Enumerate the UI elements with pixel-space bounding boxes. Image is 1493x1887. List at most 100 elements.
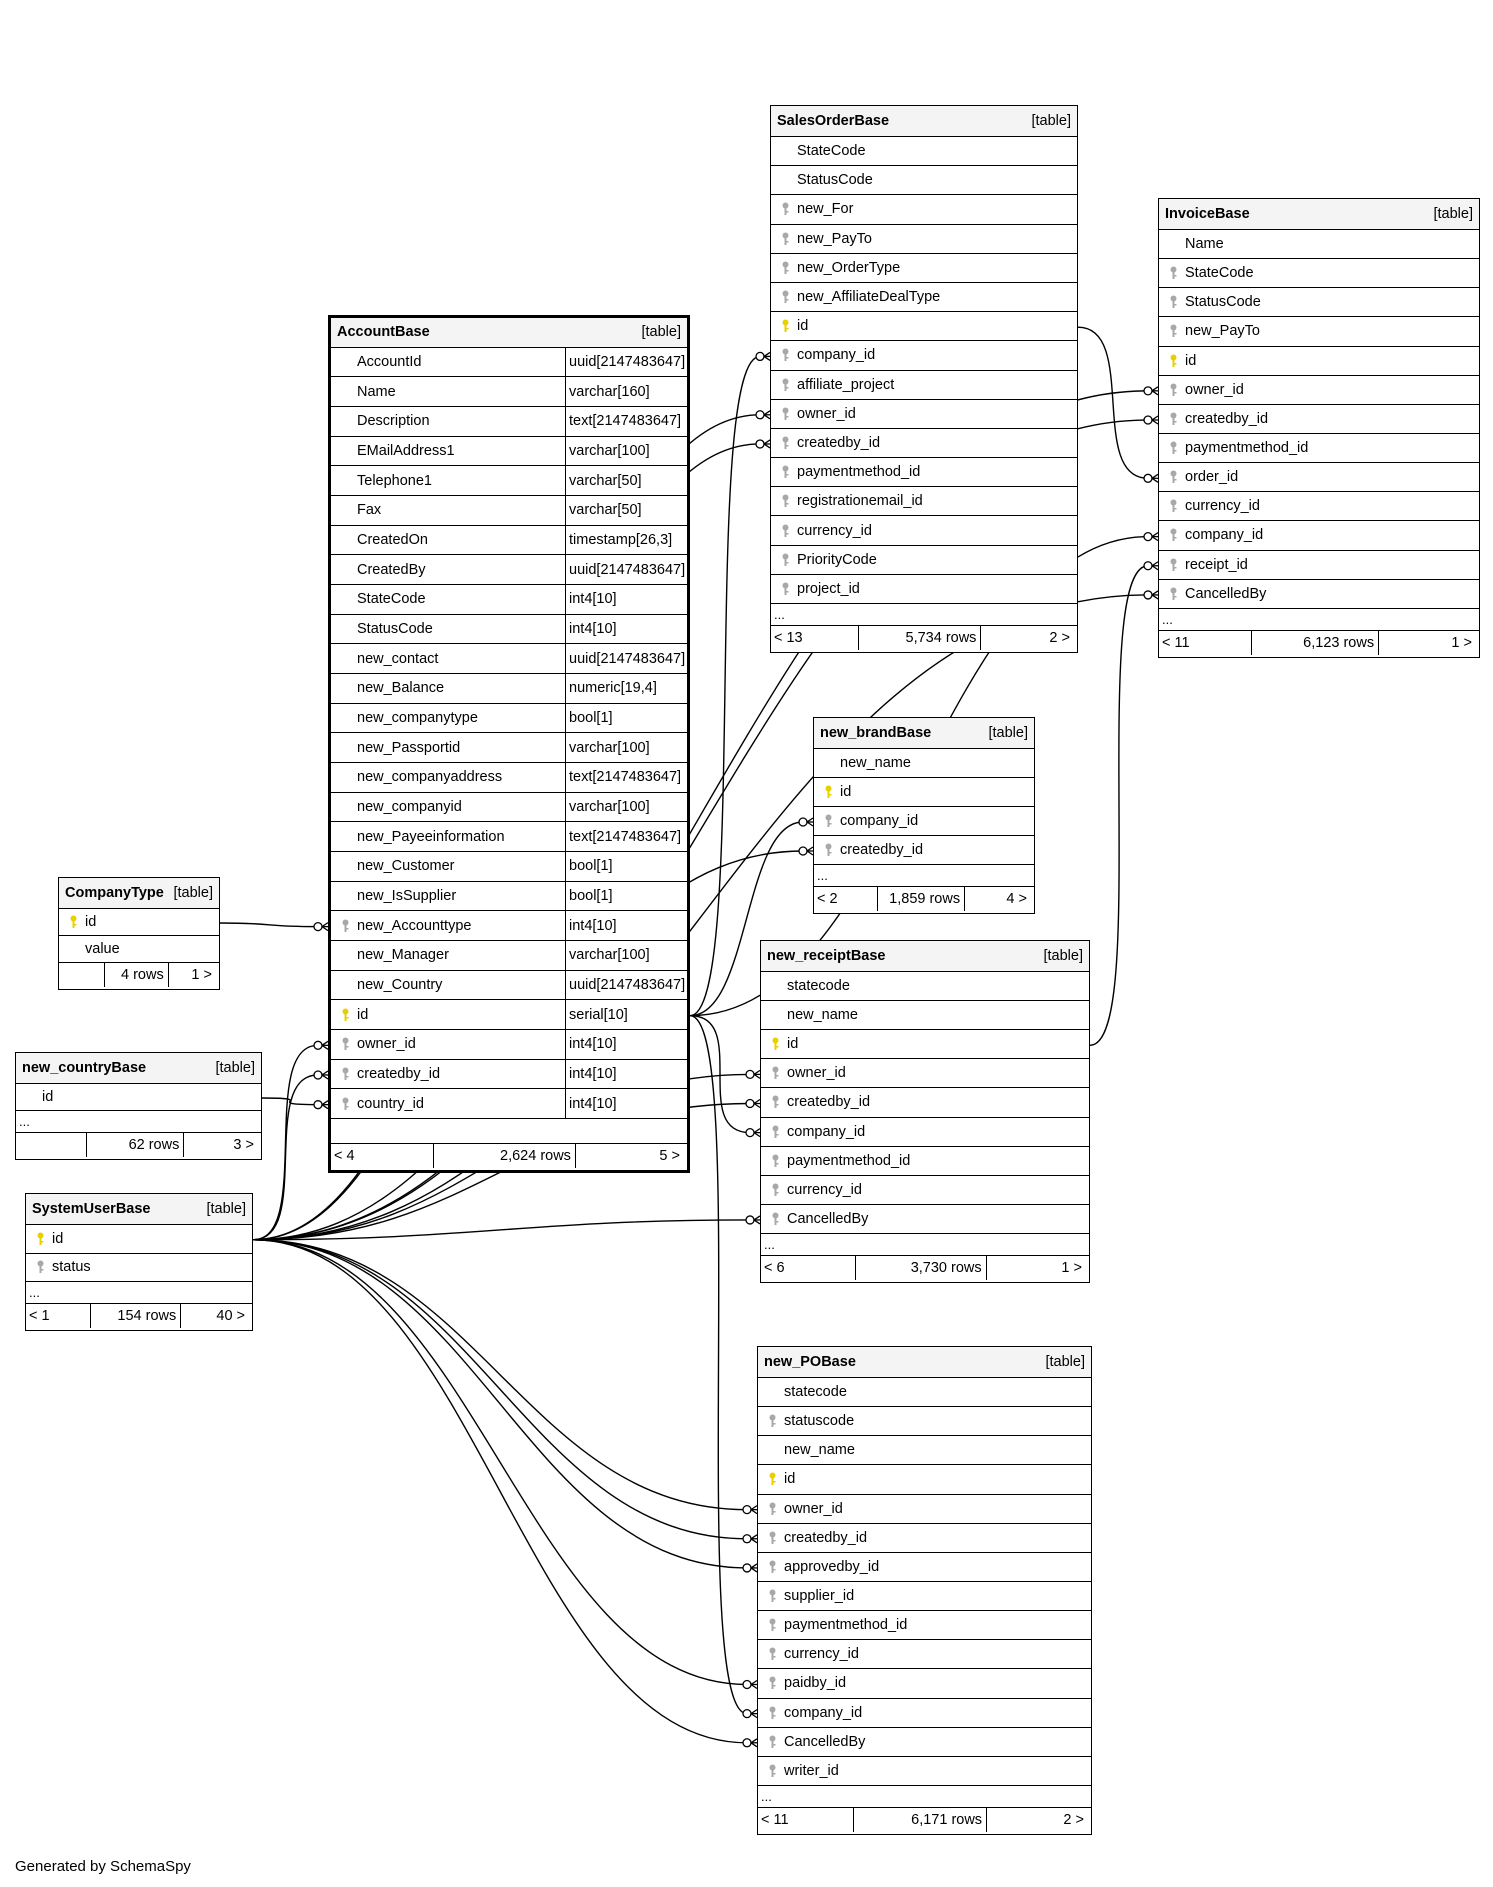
column-row[interactable]: paymentmethod_id bbox=[758, 1611, 1091, 1641]
column-row[interactable]: owner_id bbox=[1159, 376, 1479, 405]
column-row[interactable]: StatusCode bbox=[1159, 288, 1479, 318]
child-count[interactable]: 3 > bbox=[233, 1137, 254, 1153]
column-row[interactable]: company_id bbox=[1159, 521, 1479, 551]
column-row[interactable]: id bbox=[761, 1030, 1089, 1060]
column-row[interactable]: statecode bbox=[758, 1378, 1091, 1408]
column-row[interactable]: id bbox=[59, 909, 219, 936]
parent-count[interactable]: < 4 bbox=[331, 1143, 434, 1168]
column-row[interactable]: paymentmethod_id bbox=[761, 1147, 1089, 1176]
column-row[interactable]: owner_id bbox=[758, 1495, 1091, 1524]
column-row[interactable]: id bbox=[1159, 347, 1479, 376]
parent-count[interactable] bbox=[16, 1133, 87, 1157]
parent-count[interactable]: < 11 bbox=[1159, 630, 1252, 655]
column-row[interactable]: createdby_id bbox=[771, 429, 1077, 459]
parent-count[interactable]: < 11 bbox=[758, 1807, 855, 1832]
column-row[interactable]: new_name bbox=[758, 1436, 1091, 1466]
column-row[interactable]: new_name bbox=[814, 749, 1034, 778]
column-row[interactable]: company_id bbox=[814, 807, 1034, 836]
column-row[interactable]: createdby_id bbox=[758, 1524, 1091, 1553]
column-row[interactable]: id bbox=[16, 1084, 261, 1111]
column-row[interactable]: status bbox=[26, 1254, 252, 1282]
column-row[interactable]: new_PayTo bbox=[771, 225, 1077, 254]
column-row[interactable]: new_AffiliateDealType bbox=[771, 283, 1077, 313]
column-row[interactable]: new_name bbox=[761, 1001, 1089, 1031]
column-row[interactable]: StatusCode bbox=[771, 166, 1077, 196]
column-row[interactable]: owner_id bbox=[771, 400, 1077, 429]
child-count[interactable]: 40 > bbox=[216, 1308, 245, 1324]
column-row[interactable]: supplier_id bbox=[758, 1582, 1091, 1612]
column-row[interactable]: company_id bbox=[758, 1699, 1091, 1728]
column-row[interactable]: value bbox=[59, 936, 219, 963]
parent-count[interactable]: < 2 bbox=[814, 887, 878, 911]
column-row[interactable]: PriorityCode bbox=[771, 546, 1077, 575]
column-row[interactable]: paymentmethod_id bbox=[771, 458, 1077, 488]
column-row[interactable]: registrationemail_id bbox=[771, 487, 1077, 517]
column-row[interactable]: company_id bbox=[761, 1118, 1089, 1147]
column-row[interactable]: createdby_id bbox=[761, 1088, 1089, 1118]
column-row[interactable]: owner_id bbox=[761, 1059, 1089, 1089]
child-count[interactable]: 2 > bbox=[1063, 1811, 1084, 1828]
column-row[interactable]: CancelledBy bbox=[758, 1728, 1091, 1757]
column-row[interactable]: id bbox=[814, 778, 1034, 807]
column-row[interactable]: company_id bbox=[771, 341, 1077, 371]
column-row[interactable]: receipt_id bbox=[1159, 551, 1479, 580]
column-row[interactable]: currency_id bbox=[761, 1176, 1089, 1205]
column-row[interactable]: StateCode bbox=[771, 137, 1077, 167]
column-row[interactable]: id bbox=[771, 312, 1077, 342]
column-row[interactable]: id bbox=[26, 1225, 252, 1254]
column-row[interactable]: paidby_id bbox=[758, 1669, 1091, 1699]
column-row[interactable]: createdby_id bbox=[814, 836, 1034, 865]
column-row[interactable]: affiliate_project bbox=[771, 371, 1077, 400]
child-count[interactable]: 1 > bbox=[1451, 634, 1472, 651]
column-row[interactable]: createdby_id bbox=[1159, 405, 1479, 434]
column-row[interactable]: new_PayTo bbox=[1159, 317, 1479, 347]
parent-count[interactable]: < 13 bbox=[771, 626, 860, 650]
column-row[interactable]: approvedby_id bbox=[758, 1553, 1091, 1582]
column-row[interactable]: new_OrderType bbox=[771, 254, 1077, 283]
column-row[interactable]: new_For bbox=[771, 195, 1077, 225]
child-count[interactable]: 5 > bbox=[659, 1147, 680, 1164]
column-row[interactable]: project_id bbox=[771, 575, 1077, 604]
column-row[interactable]: CancelledBy bbox=[1159, 580, 1479, 609]
child-count[interactable]: 1 > bbox=[191, 967, 212, 983]
parent-count[interactable]: < 1 bbox=[26, 1304, 92, 1328]
column-row[interactable]: Name bbox=[1159, 230, 1479, 260]
column-row[interactable]: paymentmethod_id bbox=[1159, 434, 1479, 464]
column-row[interactable]: StateCode bbox=[1159, 259, 1479, 289]
column-row[interactable]: id bbox=[758, 1465, 1091, 1495]
column-row[interactable]: currency_id bbox=[771, 516, 1077, 546]
child-count[interactable]: 4 > bbox=[1006, 891, 1027, 907]
column-row[interactable]: statuscode bbox=[758, 1407, 1091, 1437]
child-count[interactable]: 1 > bbox=[1061, 1259, 1082, 1276]
column-row[interactable]: order_id bbox=[1159, 463, 1479, 493]
